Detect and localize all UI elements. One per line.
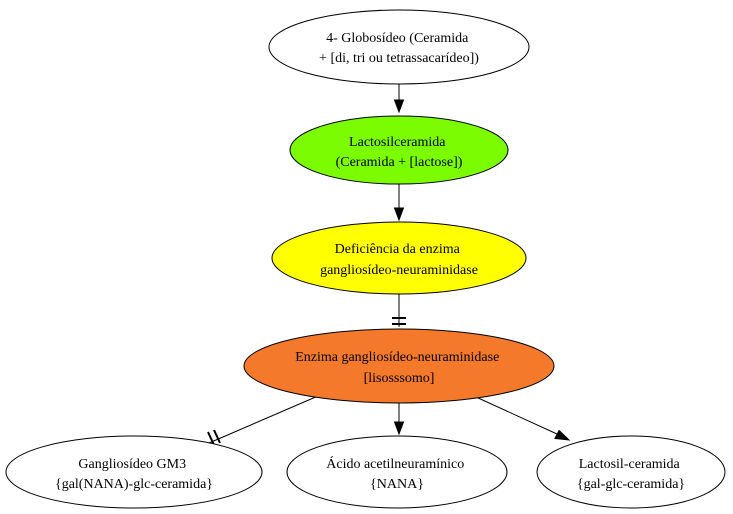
node-nana-shape (286, 435, 508, 509)
node-globosideo-line-1: 4- Globosídeo (Ceramida (326, 31, 469, 46)
node-gm3: Gangliosídeo GM3 {gal(NANA)-glc-ceramida… (5, 435, 263, 509)
node-lactosil-line-2: {gal-glc-ceramida} (577, 477, 685, 492)
edge-enzima-to-gm3 (207, 395, 319, 446)
node-enzima-line-1: Enzima gangliosídeo-neuraminidase (295, 350, 499, 365)
node-nana: Ácido acetilneuramínico {NANA} (286, 435, 508, 509)
node-lactosilceramida-line-2: (Ceramida + [lactose]) (336, 155, 463, 170)
node-enzima-line-2: [lisosssomo] (364, 371, 435, 386)
svg-text:Lactosil-ceramida {gal-g: Lactosil-ceramida {gal-glc-ceramida} (577, 457, 685, 492)
node-lactosilceramida: Lactosilceramida (Ceramida + [lactose]) (289, 115, 509, 185)
node-enzima-shape (243, 328, 555, 404)
svg-text:Deficiência da enzima ga: Deficiência da enzima gangliosídeo-neura… (320, 242, 478, 278)
edge-lactosilceramida-to-deficiencia (393, 184, 405, 222)
node-lactosilceramida-line-1: Lactosilceramida (349, 135, 446, 150)
node-deficiencia-line-1: Deficiência da enzima (335, 242, 461, 257)
node-deficiencia: Deficiência da enzima gangliosídeo-neura… (271, 221, 527, 295)
svg-text:Enzima gangliosídeo-neuraminid: Enzima gangliosídeo-neuraminidase [lisos… (295, 350, 503, 386)
edges (207, 84, 571, 446)
node-nana-line-1: Ácido acetilneuramínico (326, 455, 464, 472)
svg-text:4- Globosídeo (Ceramida: 4- Globosídeo (Ceramida + [di, tri ou te… (319, 31, 479, 66)
edge-enzima-to-lactosil (475, 396, 571, 441)
node-lactosil: Lactosil-ceramida {gal-glc-ceramida} (536, 435, 726, 509)
node-globosideo-line-2: + [di, tri ou tetrassacarídeo]) (319, 51, 479, 66)
node-lactosilceramida-shape (289, 115, 509, 185)
node-globosideo-shape (268, 9, 530, 85)
node-gm3-shape (5, 435, 263, 509)
node-deficiencia-shape (271, 221, 527, 295)
svg-text:Ácido acetilneuramínico: Ácido acetilneuramínico {NANA} (326, 455, 468, 492)
svg-text:Lactosilceramida (Cerami: Lactosilceramida (Ceramida + [lactose]) (336, 135, 463, 170)
edge-deficiencia-inhibits-enzima (392, 294, 406, 327)
edge-globosideo-to-lactosilceramida (393, 84, 405, 114)
node-lactosil-line-1: Lactosil-ceramida (579, 457, 681, 472)
node-gm3-line-1: Gangliosídeo GM3 (78, 457, 186, 472)
node-deficiencia-line-2: gangliosídeo-neuraminidase (320, 263, 478, 278)
node-enzima: Enzima gangliosídeo-neuraminidase [lisos… (243, 328, 555, 404)
node-nana-line-2: {NANA} (370, 477, 424, 492)
node-globosideo: 4- Globosídeo (Ceramida + [di, tri ou te… (268, 9, 530, 85)
node-gm3-line-2: {gal(NANA)-glc-ceramida} (55, 477, 213, 492)
node-lactosil-shape (536, 435, 726, 509)
edge-enzima-to-nana (393, 403, 405, 436)
svg-text:Gangliosídeo GM3 {gal(NA: Gangliosídeo GM3 {gal(NANA)-glc-ceramida… (55, 457, 213, 492)
